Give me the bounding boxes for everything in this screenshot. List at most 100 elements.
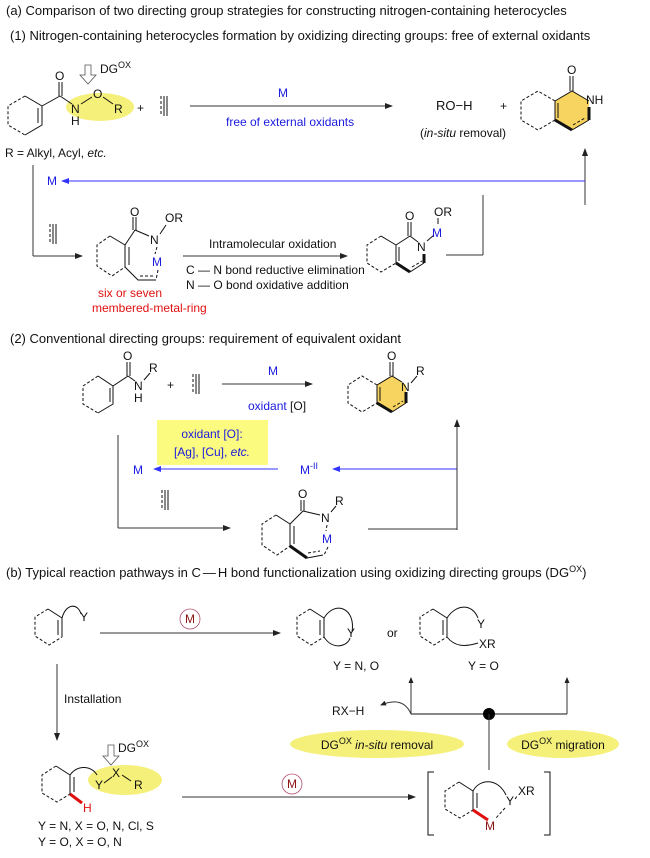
atom-or: OR xyxy=(434,205,452,219)
or-label: or xyxy=(387,626,398,640)
plus-sign-2: + xyxy=(500,99,507,113)
pathway-in-situ-label: DGOX in-situ removal xyxy=(321,736,433,752)
catalyst-m-return: M xyxy=(47,174,57,188)
atom-m: M xyxy=(432,226,442,240)
product-annulated-ring: Y xyxy=(296,607,355,647)
atom-xr: XR xyxy=(518,784,535,798)
substrate-n-alkylbenzamide: O N H R xyxy=(82,349,158,414)
seven-membered-metallacycle: O N OR M xyxy=(96,205,183,281)
atom-o: O xyxy=(405,209,414,223)
atom-y: Y xyxy=(477,617,485,631)
dg-highlight-b xyxy=(88,765,162,795)
dg-ox-label: DGOX xyxy=(100,60,131,76)
byproduct-roh: RO−H xyxy=(436,98,472,113)
plus-sign: + xyxy=(137,101,144,115)
byproduct-note: (in-situ removal) xyxy=(420,126,506,140)
product-n-r-isoquinolinone: O N R xyxy=(347,349,425,414)
reagent-oxidant: oxidant [O] xyxy=(248,399,306,413)
installation-label: Installation xyxy=(64,692,121,706)
dg-ox-highlight xyxy=(66,93,134,121)
oxidation-label: Intramolecular oxidation xyxy=(209,237,336,251)
catalyst-m-regenerated: M xyxy=(133,463,143,477)
atom-n: N xyxy=(71,102,80,116)
bracket-right xyxy=(544,771,551,836)
atom-n: N xyxy=(150,233,159,247)
metallacycle-intermediate-b: M Y XR xyxy=(427,771,551,836)
atom-r: R xyxy=(335,494,344,508)
catalyst-m-reduced: M-II xyxy=(300,461,318,477)
byproduct-arrow xyxy=(380,700,412,715)
atom-y: Y xyxy=(80,610,88,624)
atom-or: OR xyxy=(165,211,183,225)
byproduct-rxh: RX−H xyxy=(332,704,364,718)
oxidant-box-line2: [Ag], [Cu], etc. xyxy=(174,445,250,459)
dg-pointer-icon xyxy=(79,64,97,85)
alkyne-icon xyxy=(160,96,168,116)
alkyne-icon-4 xyxy=(161,490,169,510)
reagent-m: M xyxy=(278,86,288,100)
substrate-definition-2: Y = O, X = O, N xyxy=(38,835,122,849)
substrate-definition-1: Y = N, X = O, N, Cl, S xyxy=(38,819,154,833)
part-a2-title: (2) Conventional directing groups: requi… xyxy=(10,331,401,346)
atom-n: N xyxy=(134,379,143,393)
product2-condition: Y = O xyxy=(468,659,499,673)
dg-pointer-icon-b xyxy=(102,744,120,766)
product-isoquinolinone-nh: O NH xyxy=(520,63,603,132)
metallacycle-caption-line1: six or seven xyxy=(98,286,162,300)
part-a1-title: (1) Nitrogen-containing heterocycles for… xyxy=(10,28,591,43)
atom-r: R xyxy=(149,361,158,375)
alkyne-icon-3 xyxy=(192,374,200,394)
oxidant-box-line1: oxidant [O]: xyxy=(181,427,242,441)
atom-o: O xyxy=(130,205,139,219)
n-metal-isoquinolinone: O N M OR xyxy=(366,205,452,274)
oxidative-addition-label: N — O bond oxidative addition xyxy=(186,278,349,292)
product-migrated-ring: Y XR xyxy=(419,606,496,651)
atom-r: R xyxy=(416,364,425,378)
dg-ox-label-b: DGOX xyxy=(118,739,149,755)
atom-nh: NH xyxy=(586,93,603,107)
atom-o: O xyxy=(298,487,307,501)
part-b-title: (b) Typical reaction pathways in C—H bon… xyxy=(6,564,586,580)
substrate-n-alkoxybenzamide: O N H O R DGOX xyxy=(7,60,134,136)
atom-o: O xyxy=(123,349,132,363)
dg-installed-substrate: DGOX H Y X R xyxy=(41,739,162,815)
pathway-in-situ-removal xyxy=(290,730,464,758)
svg-text:M: M xyxy=(287,777,297,791)
atom-h: H xyxy=(71,114,80,128)
atom-m-dark: M xyxy=(485,819,495,833)
atom-h: H xyxy=(134,391,143,405)
bracket-left xyxy=(427,771,434,836)
atom-r: R xyxy=(114,102,123,116)
atom-y: Y xyxy=(506,794,514,808)
atom-xr: XR xyxy=(479,637,496,651)
atom-o: O xyxy=(55,69,64,83)
catalyst-cycle-icon-2: M xyxy=(281,773,303,795)
pathway-migration xyxy=(507,730,619,758)
atom-n: N xyxy=(321,511,330,525)
product1-condition: Y = N, O xyxy=(333,659,379,673)
svg-text:M: M xyxy=(185,612,195,626)
atom-x: X xyxy=(112,766,120,780)
alkyne-icon-2 xyxy=(49,224,57,244)
metallacycle-2: O N R M xyxy=(261,487,344,560)
part-a-title: (a) Comparison of two directing group st… xyxy=(6,3,567,18)
reagent-condition: free of external oxidants xyxy=(226,115,354,129)
catalyst-cycle-icon: M xyxy=(179,608,201,630)
r-definition: R = Alkyl, Acyl, etc. xyxy=(5,146,107,160)
atom-o2: O xyxy=(93,87,102,101)
reductive-elimination-label: C — N bond reductive elimination xyxy=(186,263,365,277)
metallacycle-caption-line2: membered-metal-ring xyxy=(92,301,207,315)
atom-m: M xyxy=(322,532,332,546)
atom-m: M xyxy=(152,255,162,269)
atom-r: R xyxy=(134,778,143,792)
atom-o: O xyxy=(387,349,396,363)
reagent-m-2: M xyxy=(268,364,278,378)
atom-y: Y xyxy=(347,626,355,640)
atom-y: Y xyxy=(95,778,103,792)
plus-sign-3: + xyxy=(167,378,174,392)
atom-n: N xyxy=(401,380,410,394)
atom-n: N xyxy=(417,240,426,254)
atom-o: O xyxy=(567,63,576,77)
oxidant-box xyxy=(157,420,268,465)
